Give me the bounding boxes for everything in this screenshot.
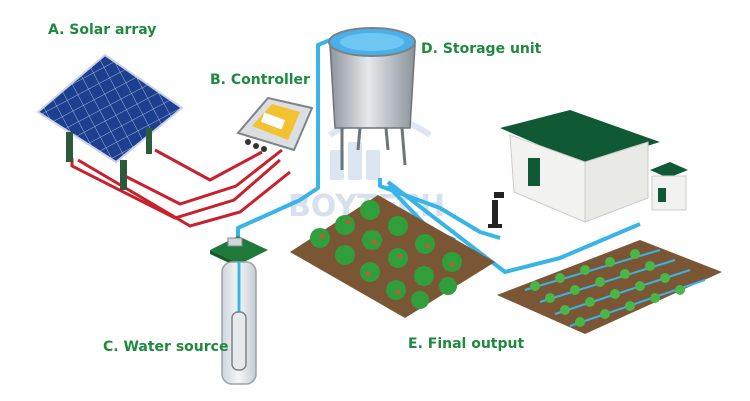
solar-array [36,53,184,190]
submersible-pump [231,311,247,371]
controller-box [236,96,314,152]
label-water-source: C. Water source [103,339,229,355]
storage-tank [328,27,416,170]
well [210,236,268,385]
label-solar-array: A. Solar array [48,22,157,38]
vegetable-field [497,240,722,334]
house-icon [500,110,688,223]
power-wires [70,148,291,228]
label-storage-unit: D. Storage unit [421,41,542,57]
orchard-plot [290,195,495,318]
label-final-output: E. Final output [408,336,525,352]
label-controller: B. Controller [210,72,310,88]
tap-icon [488,192,504,228]
